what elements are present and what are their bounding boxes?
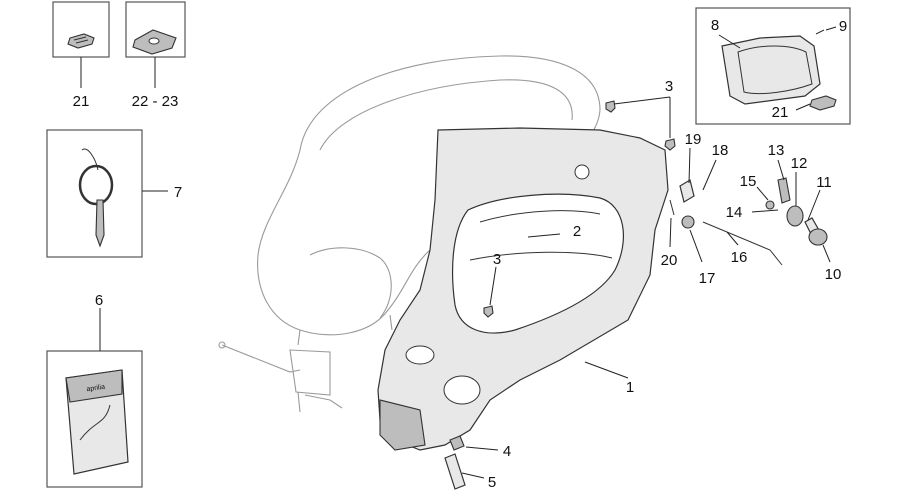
label-20: 20 [661,252,678,269]
bracket-outline [218,341,343,413]
label-2: 2 [573,223,581,240]
inset-part-6-pouch: aprilia 6 [46,292,143,488]
label-8: 8 [711,17,719,34]
aprilia-logo: aprilia [86,384,106,394]
label-3-top: 3 [665,78,673,95]
label-1: 1 [626,379,634,396]
helmet-compartment: 1 2 [377,127,669,451]
label-19: 19 [685,131,702,148]
label-3-mid: 3 [493,251,501,268]
label-6: 6 [95,292,103,309]
label-18: 18 [712,142,729,159]
label-11: 11 [816,174,832,191]
inset-part-21: 21 [52,1,110,110]
lock-assembly: 19 20 18 17 16 15 14 13 12 11 10 [661,131,842,287]
label-22-23: 22 - 23 [132,93,179,110]
label-16: 16 [731,249,748,266]
label-10: 10 [825,266,842,283]
label-15: 15 [740,173,757,190]
inset-part-22-23: 22 - 23 [125,1,186,110]
inset-part-7-key: 7 [46,129,182,258]
label-14: 14 [726,204,743,221]
seat-outline [257,55,601,346]
label-13: 13 [768,142,785,159]
label-5: 5 [488,474,496,490]
label-17: 17 [699,270,716,287]
bottom-parts-4-5: 4 5 [444,435,511,490]
label-7: 7 [174,184,182,201]
label-12: 12 [791,155,808,172]
inset-part-8-9-21: 8 9 21 [695,7,851,125]
label-21-inset: 21 [772,104,789,121]
label-21-top: 21 [73,93,90,110]
label-9: 9 [839,18,847,35]
label-4: 4 [503,443,511,460]
screws-part-3: 3 3 [483,78,676,318]
